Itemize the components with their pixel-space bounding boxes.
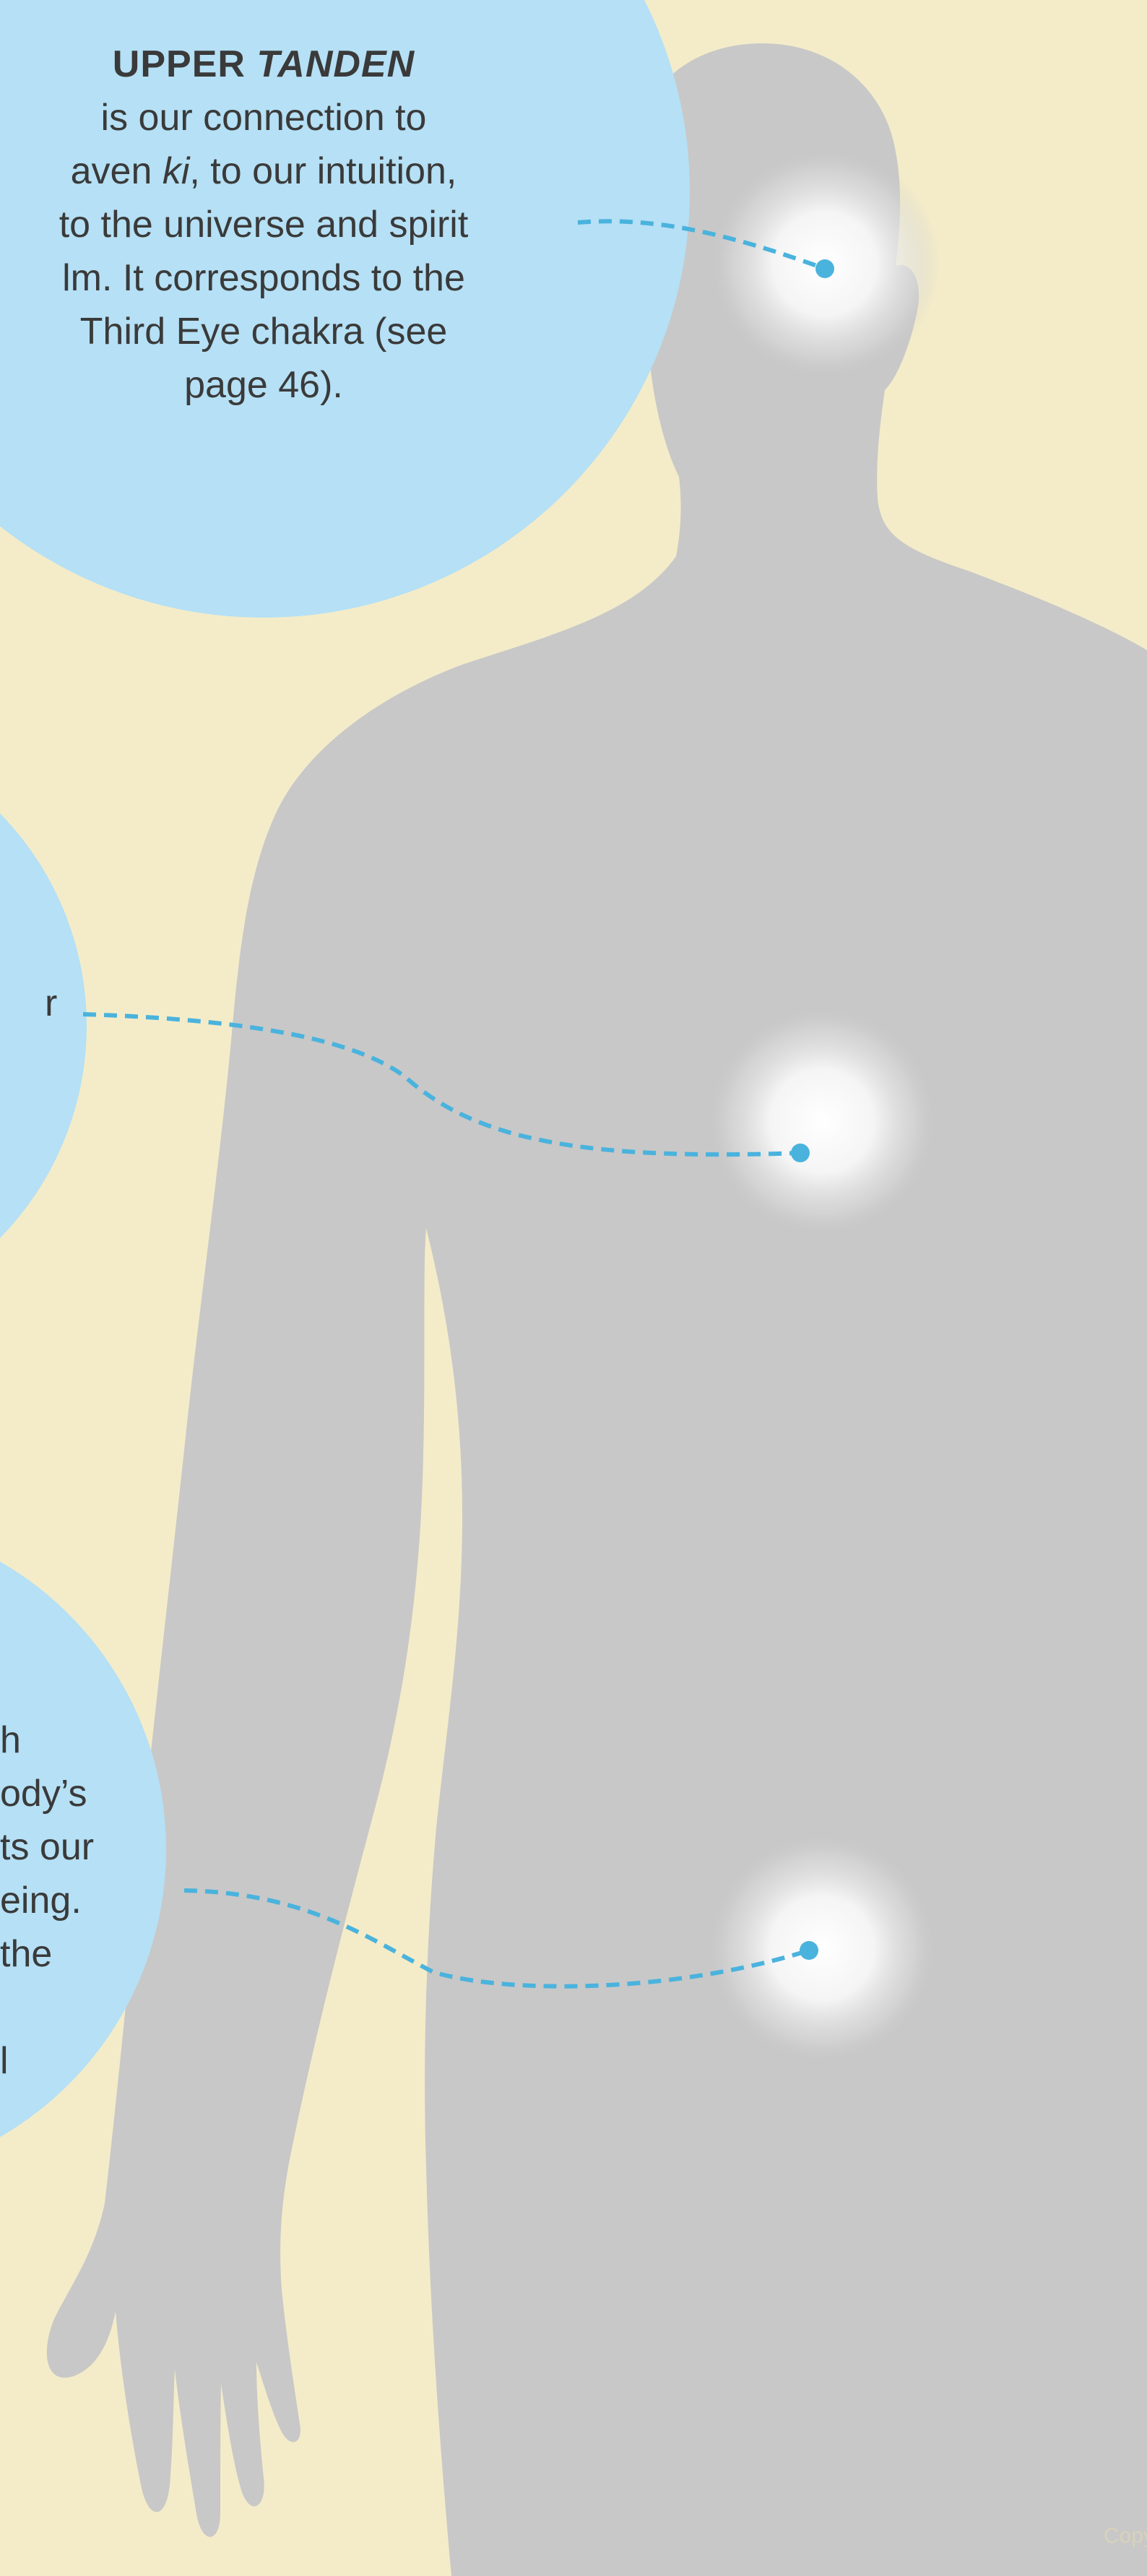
- upper-tanden-text: UPPER TANDEN is our connection to aven k…: [59, 38, 469, 412]
- lower-line-2: ody’s: [0, 1767, 94, 1820]
- lower-line-3: ts our: [0, 1820, 94, 1874]
- lower-connector-dot: [800, 1941, 818, 1960]
- lower-tanden-text: h ody’s ts our eing. the l: [0, 1713, 94, 2088]
- lower-line-1: h: [0, 1713, 94, 1767]
- middle-tanden-bubble: [0, 722, 87, 1329]
- middle-tanden-glow: [706, 1006, 938, 1237]
- upper-line-5: Third Eye chakra (see: [59, 305, 469, 358]
- lower-line-6: l: [0, 2034, 94, 2088]
- middle-line-1: r: [45, 977, 57, 1030]
- lower-line-4: eing.: [0, 1874, 94, 1927]
- upper-line-2: aven ki, to our intuition,: [59, 144, 469, 198]
- copyright-fragment: Copy: [1104, 2524, 1147, 2549]
- upper-line-1: is our connection to: [59, 91, 469, 144]
- lower-line-5: the: [0, 1927, 94, 1981]
- lower-tanden-glow: [706, 1833, 938, 2064]
- upper-tanden-title: UPPER TANDEN: [59, 38, 469, 91]
- upper-line-3: to the universe and spirit: [59, 198, 469, 251]
- middle-connector-dot: [791, 1144, 810, 1162]
- upper-connector-dot: [815, 259, 834, 278]
- middle-tanden-text: r: [45, 977, 57, 1030]
- upper-line-4: lm. It corresponds to the: [59, 251, 469, 305]
- upper-line-6: page 46).: [59, 358, 469, 412]
